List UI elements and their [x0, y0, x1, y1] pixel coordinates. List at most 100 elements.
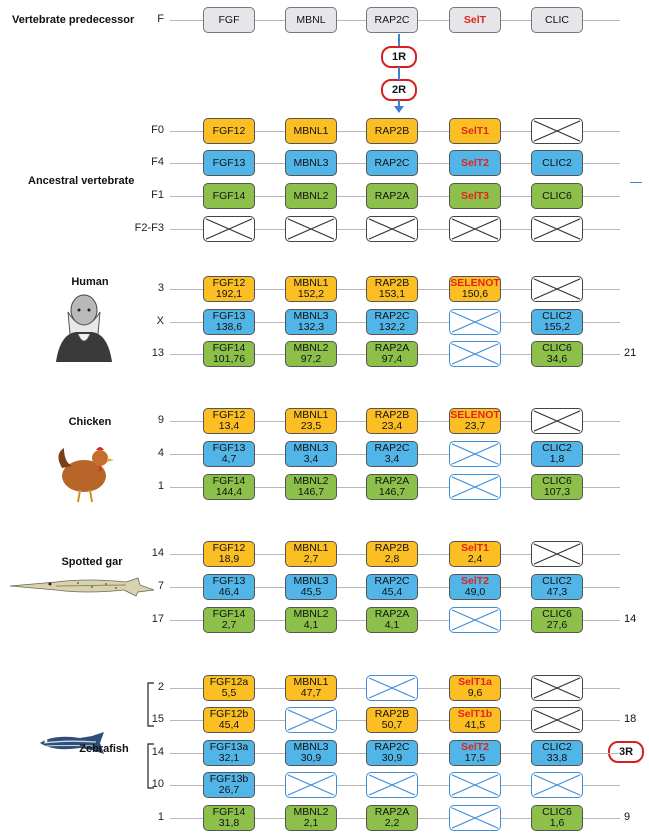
gene-position: 5,5 [221, 687, 237, 699]
gene-name: SELENOT [450, 409, 500, 421]
gene-name: MBNL2 [293, 342, 329, 354]
gene-position: 9,6 [467, 687, 483, 699]
gene-name: MBNL1 [293, 409, 329, 421]
gene-position: 132,2 [378, 321, 406, 333]
gene-name: SelT [463, 13, 487, 26]
gene-name: CLIC6 [542, 189, 572, 202]
gene-position: 132,3 [297, 321, 325, 333]
gene-name: CLIC2 [542, 575, 572, 587]
gene-position: 27,6 [546, 619, 568, 631]
gene-position: 4,1 [384, 619, 400, 631]
gene-name: RAP2B [374, 708, 410, 720]
gene-name: FGF12 [212, 124, 246, 137]
empty-slot-cross-icon [368, 774, 416, 796]
empty-gene-slot [449, 474, 501, 500]
gene-name: CLIC6 [542, 342, 572, 354]
gene-position: 2,8 [384, 553, 400, 565]
section-title-zebra: Zebrafish [79, 743, 129, 755]
empty-gene-slot [366, 216, 418, 242]
gene-position: 138,6 [215, 321, 243, 333]
gene-name: RAP2C [374, 741, 410, 753]
gene-position: 2,7 [221, 619, 237, 631]
empty-gene-slot [531, 118, 583, 144]
empty-gene-slot [531, 276, 583, 302]
gene-name: FGF12a [209, 676, 249, 688]
chromosome-right-label: 9 [624, 811, 631, 823]
darwin-portrait-image [48, 290, 120, 362]
gene-name: FGF14 [212, 806, 246, 818]
chromosome-label: 1 [157, 811, 164, 823]
empty-gene-slot [449, 607, 501, 633]
gene-name: FGF13b [209, 773, 249, 785]
gene-name: RAP2B [374, 124, 410, 137]
empty-gene-slot [449, 216, 501, 242]
gene-position: 13,4 [218, 420, 240, 432]
gene-box: FGF12 [203, 118, 255, 144]
empty-slot-cross-icon [533, 410, 581, 432]
empty-slot-cross-icon [205, 218, 253, 240]
chromosome-label: 1 [157, 480, 164, 492]
gene-box: RAP2C [366, 7, 418, 33]
gene-name: SelT1b [457, 708, 493, 720]
gene-position: 41,5 [464, 719, 486, 731]
gene-position: 97,2 [300, 353, 322, 365]
gene-name: FGF13 [212, 442, 246, 454]
gene-name: FGF14 [212, 342, 246, 354]
gene-position: 152,2 [297, 288, 325, 300]
gene-position: 2,1 [303, 817, 319, 829]
gene-position: 45,4 [381, 586, 403, 598]
chromosome-label: 13 [151, 347, 164, 359]
gene-position: 107,3 [543, 486, 571, 498]
duplication-arrow [394, 34, 404, 113]
gene-name: RAP2C [374, 442, 410, 454]
empty-slot-cross-icon [451, 807, 499, 829]
gene-name: RAP2A [374, 608, 410, 620]
gene-position: 101,76 [212, 353, 246, 365]
gene-box: MBNL1 [285, 118, 337, 144]
empty-gene-slot [531, 216, 583, 242]
gene-box: CLIC6 [531, 183, 583, 209]
gene-name: MBNL3 [293, 741, 329, 753]
gene-name: MBNL1 [293, 277, 329, 289]
gene-name: FGF12 [212, 542, 246, 554]
gene-position: 31,8 [218, 817, 240, 829]
empty-slot-cross-icon [533, 218, 581, 240]
empty-slot-cross-icon [451, 476, 499, 498]
gene-position: 26,7 [218, 784, 240, 796]
gene-position: 47,7 [300, 687, 322, 699]
gene-position: 144,4 [215, 486, 243, 498]
gene-name: MBNL1 [293, 542, 329, 554]
section-title-gar: Spotted gar [61, 556, 123, 568]
chromosome-label: 9 [157, 414, 164, 426]
gene-name: CLIC [545, 13, 569, 26]
gene-name: CLIC2 [542, 156, 572, 169]
gene-position: 34,6 [546, 353, 568, 365]
gene-box: CLIC [531, 7, 583, 33]
gene-name: RAP2B [374, 409, 410, 421]
gene-box: CLIC2 [531, 150, 583, 176]
gene-name: RAP2B [374, 542, 410, 554]
empty-slot-cross-icon [451, 311, 499, 333]
gene-position: 32,1 [218, 752, 240, 764]
